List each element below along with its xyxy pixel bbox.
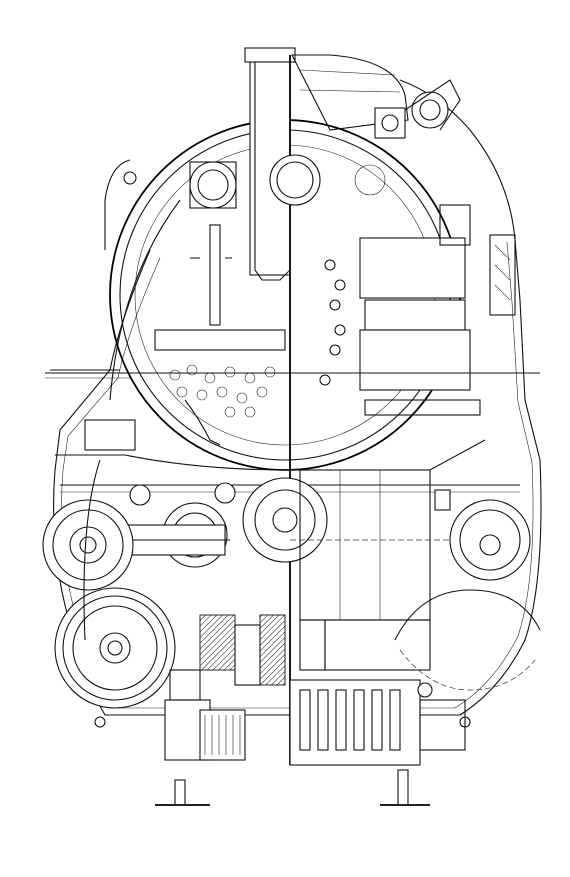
lower-frame-block [289, 679, 466, 766]
left-side-pipes [50, 159, 137, 641]
running-board [45, 372, 540, 416]
lower-axlebox [164, 669, 246, 761]
gear-mechanism [199, 614, 431, 686]
air-pump [374, 79, 461, 139]
valve-chest [319, 204, 516, 391]
smokebox-door [189, 154, 386, 209]
smokebox-chimney [244, 47, 409, 281]
pony-truck-wheel [42, 499, 531, 591]
rail-shoes [94, 716, 471, 806]
driving-wheel [54, 587, 541, 709]
front-buffer-beam [55, 419, 520, 511]
boiler-tube-plate [154, 224, 286, 446]
cylinder-section [120, 469, 500, 621]
